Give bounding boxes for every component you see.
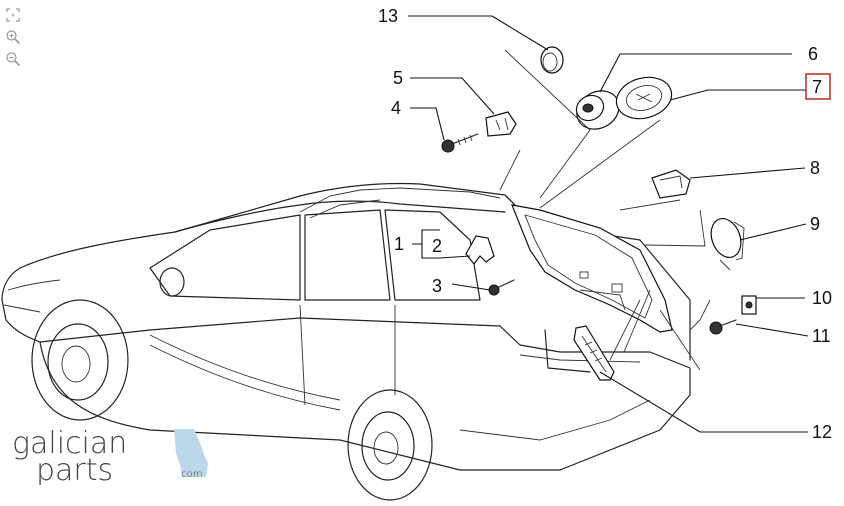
zoom-in-icon — [6, 30, 21, 45]
fit-screen-button[interactable] — [4, 6, 22, 24]
callout-1[interactable]: 1 — [394, 234, 404, 254]
callout-13[interactable]: 13 — [378, 6, 398, 26]
callout-11[interactable]: 11 — [812, 326, 831, 346]
callout-7[interactable]: 7 — [812, 77, 822, 97]
callout-3[interactable]: 3 — [432, 276, 442, 296]
callout-6[interactable]: 6 — [808, 44, 818, 64]
leader-lines — [408, 15, 809, 433]
callout-12[interactable]: 12 — [812, 422, 832, 442]
callout-9[interactable]: 9 — [810, 214, 820, 234]
zoom-out-icon — [6, 52, 21, 67]
part-4-screw[interactable] — [441, 133, 479, 153]
logo-map-shape — [174, 429, 208, 477]
callout-5[interactable]: 5 — [393, 68, 403, 88]
part-13-cap[interactable] — [540, 46, 564, 74]
logo-line1: galician — [12, 426, 127, 461]
zoom-in-button[interactable] — [4, 28, 22, 46]
callout-labels: 13 5 4 6 7 8 9 10 11 12 1 2 3 — [378, 6, 832, 442]
part-7-speaker-grille[interactable] — [612, 71, 676, 124]
part-3-screw[interactable] — [488, 279, 515, 296]
galicianparts-logo: galician parts .com — [12, 426, 208, 485]
part-5-clip[interactable] — [485, 111, 517, 137]
fit-screen-icon — [6, 8, 20, 22]
part-10-clip[interactable] — [741, 295, 757, 315]
callout-4[interactable]: 4 — [391, 98, 401, 118]
logo-suffix: .com — [178, 469, 203, 480]
callout-10[interactable]: 10 — [812, 288, 832, 308]
callout-8[interactable]: 8 — [810, 158, 820, 178]
part-2-clip[interactable] — [465, 235, 495, 265]
part-12-handle[interactable] — [573, 325, 615, 381]
part-9-lens[interactable] — [706, 214, 746, 261]
callout-2[interactable]: 2 — [432, 236, 442, 256]
part-6-speaker[interactable] — [570, 83, 626, 136]
part-8-lamp[interactable] — [651, 169, 691, 199]
part-11-screw[interactable] — [709, 319, 737, 335]
zoom-out-button[interactable] — [4, 50, 22, 68]
viewer-toolbar — [4, 6, 24, 68]
tailgate-trim-panel[interactable] — [511, 204, 673, 333]
selected-callout-highlight — [805, 73, 831, 100]
logo-line2: parts — [36, 453, 113, 485]
